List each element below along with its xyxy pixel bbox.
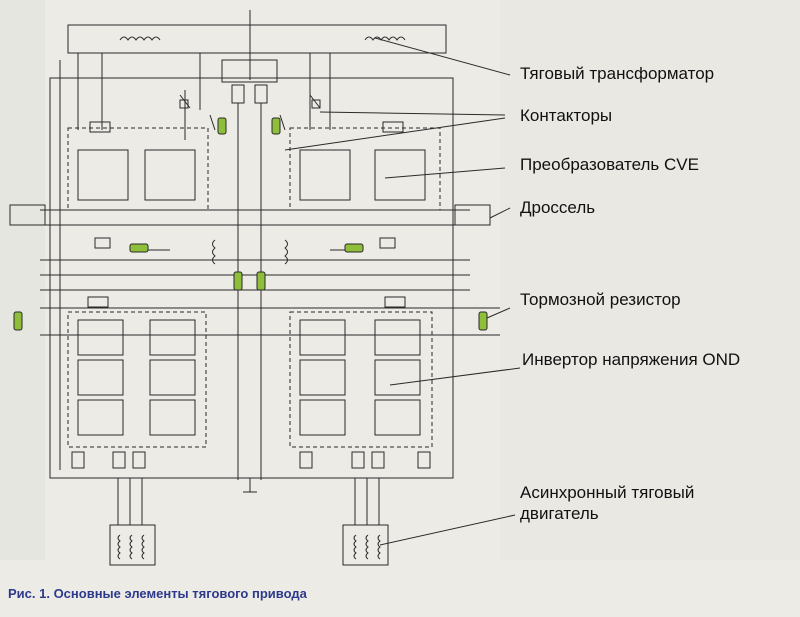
converter-right: [289, 127, 441, 211]
callout-converter: Преобразователь CVE: [520, 155, 699, 174]
transformer-winding-left: [119, 36, 161, 41]
main-frame: [49, 77, 454, 479]
central-switch-1: [231, 84, 245, 104]
callout-brake-resistor: Тормозной резистор: [520, 290, 681, 309]
central-switch-2: [254, 84, 268, 104]
contactor-green-right: [271, 117, 281, 135]
choke-left: [9, 204, 46, 226]
leader-motor: [379, 514, 516, 546]
background-texture: [0, 0, 800, 560]
motor-left: [109, 524, 156, 566]
leader-contactors-2: [284, 117, 506, 151]
callout-choke: Дроссель: [520, 198, 596, 217]
callout-contactors: Контакторы: [520, 106, 613, 125]
converter-left: [67, 127, 209, 211]
leader-converter: [384, 167, 506, 179]
transformer-winding-right: [364, 36, 406, 41]
figure-caption: Рис. 1. Основные элементы тягового приво…: [8, 586, 307, 601]
callout-transformer: Тяговый трансформатор: [520, 64, 715, 83]
leader-choke: [489, 207, 511, 219]
leader-contactors-1: [319, 111, 506, 116]
resistor-center-left: [233, 271, 243, 291]
leader-transformer: [374, 37, 511, 76]
brake-resistor-left: [13, 311, 23, 331]
callout-inverter: Инвертор напряжения OND: [522, 350, 741, 369]
resistor-center-right: [256, 271, 266, 291]
transformer-top-bar: [67, 24, 447, 54]
choke-right: [454, 204, 491, 226]
callout-motor-line2: двигатель: [520, 504, 599, 523]
inverter-right: [289, 311, 433, 448]
leader-brake: [486, 307, 511, 319]
inverter-left: [67, 311, 207, 448]
motor-right: [342, 524, 389, 566]
contactor-green-left: [217, 117, 227, 135]
contactor-right: [309, 94, 321, 109]
leader-inverter: [389, 367, 521, 386]
brake-resistor-right: [478, 311, 488, 331]
resistor-mid-left: [129, 243, 149, 253]
callout-motor-line1: Асинхронный тяговый: [520, 483, 695, 502]
resistor-mid-right: [344, 243, 364, 253]
